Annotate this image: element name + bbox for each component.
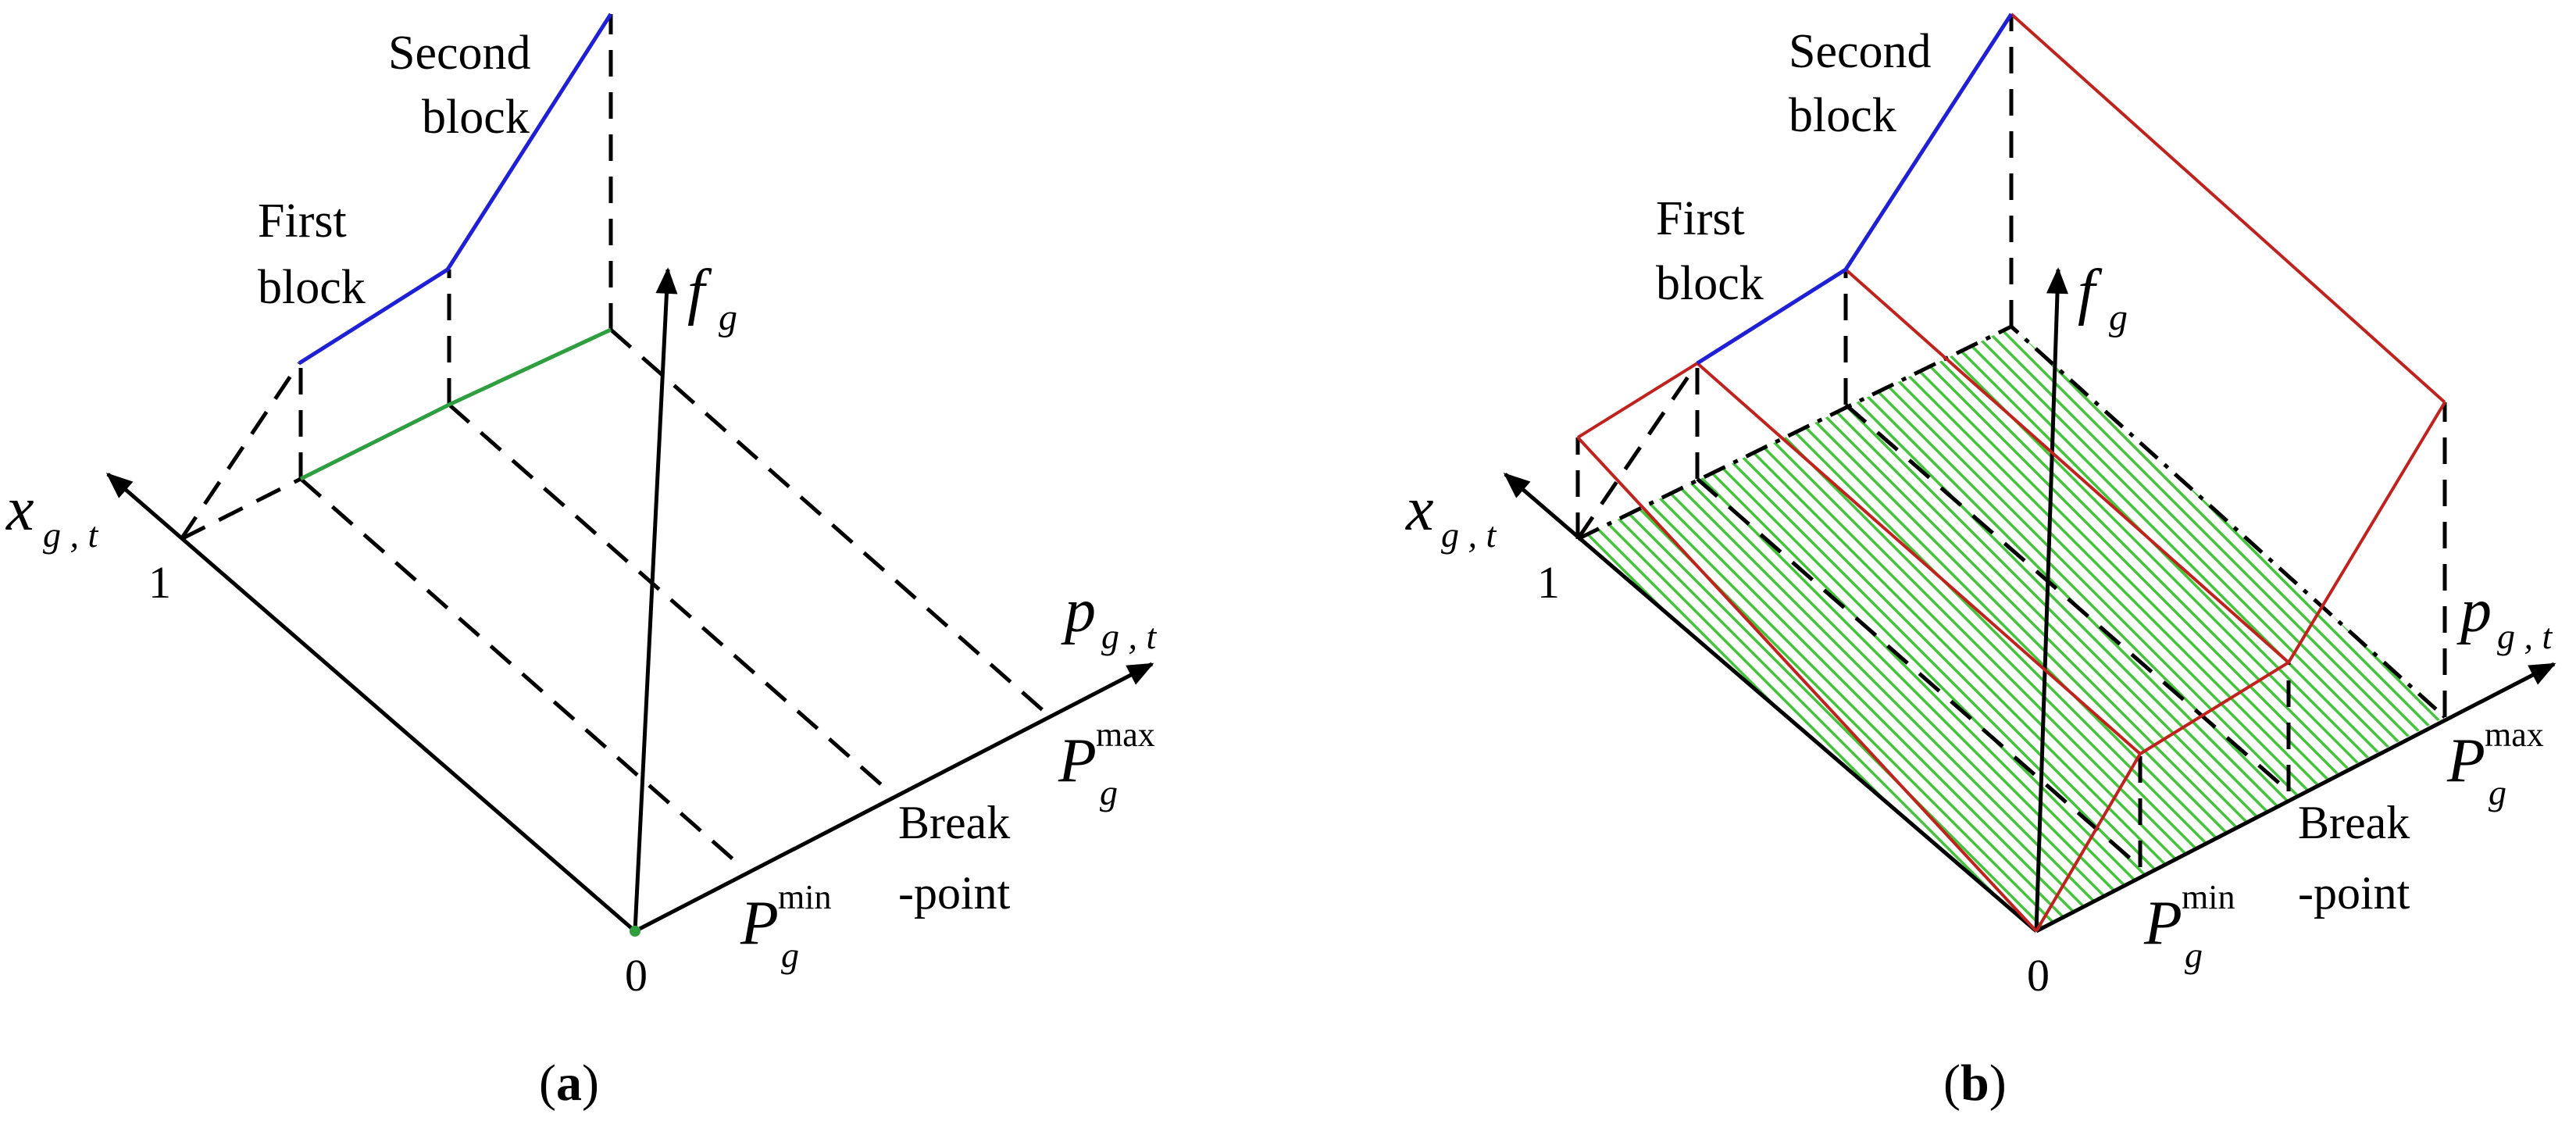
blue-cost-curve-b — [1696, 12, 2014, 366]
label-zero-a: 0 — [625, 950, 648, 1001]
pmax-sub-a: g — [1100, 773, 1118, 812]
pmin-sub-b: g — [2185, 935, 2203, 975]
panel-b: Second block First block f g x g , t p g… — [1405, 12, 2556, 1112]
red-first-edge — [1696, 362, 2142, 755]
label-first-a2: block — [258, 261, 366, 314]
pmax-label-a: P — [1058, 727, 1097, 795]
f-axis-line — [633, 267, 678, 932]
label-first-a1: First — [258, 195, 347, 248]
p-axis-sub: g , t — [1101, 616, 1158, 656]
label-second-b2: block — [1789, 89, 1896, 142]
dashed-pmax — [609, 328, 1052, 719]
label-first-b2: block — [1656, 257, 1764, 310]
pmax-label-b: P — [2446, 727, 2485, 795]
label-zero-b: 0 — [2027, 950, 2050, 1001]
dashed-breakpoint — [448, 403, 890, 793]
f-axis-sub-b: g — [2109, 297, 2128, 338]
label-second-a1: Second — [388, 27, 531, 80]
origin-dot — [630, 926, 640, 937]
dashed-pmin — [299, 477, 744, 869]
breakpoint-a2: -point — [898, 867, 1011, 919]
green-base-line — [299, 327, 612, 481]
pmax-sup-b: max — [2485, 716, 2544, 754]
x-axis-label-b: x — [1405, 475, 1434, 544]
pmax-sup-a: max — [1096, 716, 1155, 754]
x-axis-sub: g , t — [43, 515, 99, 555]
caption-a: (a) — [539, 1055, 599, 1112]
pmin-label-a: P — [740, 889, 779, 958]
breakpoint-a1: Break — [898, 797, 1010, 848]
x-axis-label: x — [5, 475, 34, 544]
red-low-edge — [1576, 436, 2038, 933]
f-axis-sub: g — [719, 297, 737, 338]
dashed-x1-first-b — [1575, 362, 1700, 541]
p-axis-label: p — [1061, 577, 1096, 645]
f-axis-line-b — [2034, 267, 2068, 932]
label-one-b: 1 — [1537, 557, 1560, 608]
f-axis-label: f — [687, 258, 712, 327]
p-axis-line-b — [2035, 662, 2556, 934]
label-first-b1: First — [1656, 192, 1745, 245]
x-axis-line-b — [1503, 473, 2038, 933]
pmin-sup-a: min — [778, 878, 831, 916]
dashed-break-b — [1844, 403, 2290, 793]
red-right-profile — [2035, 401, 2446, 933]
pmin-label-b: P — [2143, 889, 2182, 958]
hatched-floor — [1578, 327, 2445, 931]
pmin-sup-b: min — [2182, 878, 2235, 916]
red-break-edge — [1844, 268, 2290, 664]
caption-b: (b) — [1943, 1055, 2007, 1112]
breakpoint-b1: Break — [2298, 797, 2410, 848]
blue-cost-curve — [298, 12, 613, 366]
breakpoint-b2: -point — [2298, 867, 2410, 919]
p-axis-sub-b: g , t — [2497, 616, 2553, 656]
dashed-pmin-b — [1696, 477, 2142, 869]
x-axis-sub-b: g , t — [1441, 515, 1497, 555]
p-axis-line — [633, 662, 1154, 934]
dashed-x1-to-base — [180, 477, 302, 541]
x-axis-line — [105, 473, 637, 933]
pmin-sub-a: g — [781, 935, 799, 975]
p-axis-label-b: p — [2456, 577, 2492, 645]
label-second-b1: Second — [1789, 25, 1932, 78]
pmax-sub-b: g — [2489, 773, 2506, 812]
label-second-a2: block — [422, 91, 530, 144]
red-top-edge — [2010, 12, 2446, 404]
f-axis-label-b: f — [2078, 258, 2103, 327]
dashed-x1-to-first — [179, 362, 301, 541]
label-one-a: 1 — [148, 557, 171, 608]
panel-a: Second block First block f g x g , t p g… — [5, 12, 1158, 1112]
